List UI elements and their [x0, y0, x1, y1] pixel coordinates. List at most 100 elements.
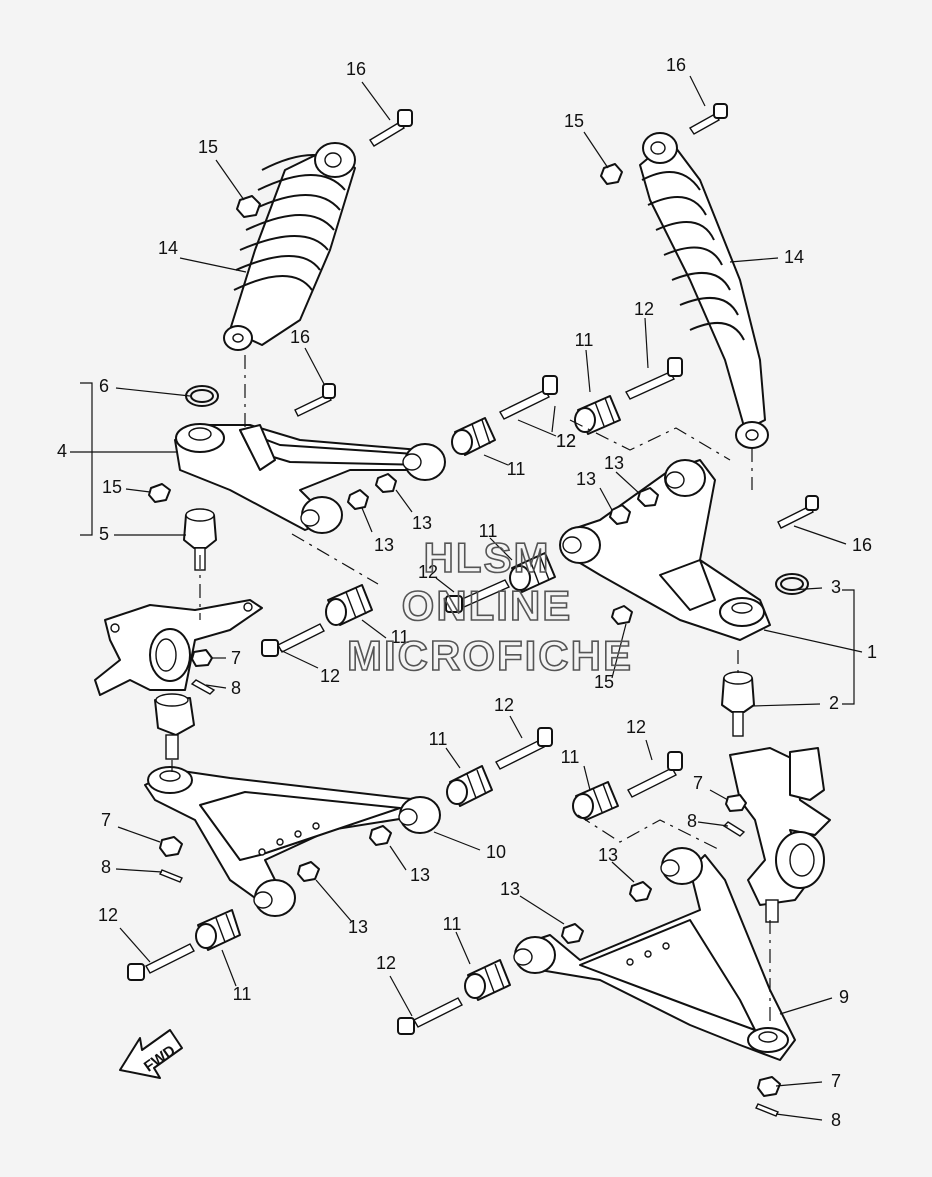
- callout-9: 9: [839, 987, 849, 1007]
- left-shock-absorber: [223, 142, 356, 351]
- callout-12: 12: [418, 562, 438, 582]
- watermark-line-2: ONLINE: [402, 582, 573, 629]
- right-upper-rear-pivot-bolt: [445, 579, 510, 613]
- alignment-dashed-lines: [171, 355, 771, 1025]
- callout-11: 11: [507, 459, 526, 479]
- left-lower-front-pivot-bolt: [495, 727, 553, 770]
- right-steering-knuckle: [729, 747, 831, 923]
- callout-16: 16: [346, 59, 366, 79]
- callout-13: 13: [410, 865, 430, 885]
- watermark-line-1: HLSM: [424, 534, 551, 581]
- callout-12: 12: [556, 431, 576, 451]
- watermark: HLSM ONLINE MICROFICHE: [346, 533, 633, 680]
- left-upper-arm-bolt: [294, 383, 336, 417]
- callout-10: 10: [486, 842, 506, 862]
- callout-14: 14: [158, 238, 178, 258]
- right-shock-absorber: [639, 132, 769, 449]
- right-upper-arm-bolt: [777, 495, 819, 529]
- callout-13: 13: [604, 453, 624, 473]
- callout-12: 12: [634, 299, 654, 319]
- callout-11: 11: [575, 330, 594, 350]
- callout-5: 5: [99, 524, 109, 544]
- callout-11: 11: [233, 984, 252, 1004]
- callout-15: 15: [594, 672, 614, 692]
- callout-13: 13: [374, 535, 394, 555]
- callout-6: 6: [99, 376, 109, 396]
- callout-12: 12: [626, 717, 646, 737]
- right-upper-arm-pivot-nuts: [609, 487, 659, 525]
- callout-8: 8: [831, 1110, 841, 1130]
- right-shock-upper-nut: [600, 163, 623, 185]
- left-lower-front-bushing: [446, 765, 493, 807]
- callout-13: 13: [598, 845, 618, 865]
- callout-11: 11: [479, 521, 498, 541]
- left-lower-arm-cotter-pin: [159, 869, 183, 883]
- left-upper-front-pivot-bolt: [499, 375, 558, 420]
- right-upper-ball-joint: [721, 671, 755, 737]
- left-lower-arm: [144, 766, 441, 917]
- right-upper-front-pivot-bolt: [625, 357, 683, 400]
- callout-16: 16: [666, 55, 686, 75]
- left-lower-arm-nuts: [159, 825, 392, 882]
- left-upper-rear-bushing: [325, 584, 373, 626]
- forward-direction-arrow: FWD: [119, 1029, 183, 1079]
- right-lower-rear-pivot-bolt: [397, 997, 463, 1035]
- right-knuckle-castle-nut: [725, 794, 747, 812]
- callout-1: 1: [867, 642, 877, 662]
- callout-15: 15: [564, 111, 584, 131]
- callout-13: 13: [576, 469, 596, 489]
- callout-15: 15: [102, 477, 122, 497]
- callout-12: 12: [376, 953, 396, 973]
- right-lower-arm-nuts: [561, 881, 781, 1097]
- right-lower-front-pivot-bolt: [627, 751, 683, 798]
- left-upper-rear-pivot-bolt: [261, 623, 325, 657]
- callout-14: 14: [784, 247, 804, 267]
- right-lower-arm: [513, 847, 796, 1061]
- callout-16: 16: [290, 327, 310, 347]
- callout-8: 8: [101, 857, 111, 877]
- callout-15: 15: [198, 137, 218, 157]
- right-lower-arm-cotter-pin: [755, 1103, 779, 1117]
- callout-12: 12: [320, 666, 340, 686]
- callout-11: 11: [391, 627, 410, 647]
- callout-11: 11: [561, 747, 580, 767]
- right-upper-front-bushing: [574, 395, 621, 435]
- right-shock-upper-bolt: [688, 103, 728, 135]
- right-knuckle-cotter-pin: [722, 821, 746, 837]
- right-lower-rear-bushing: [464, 959, 511, 1001]
- left-shock-upper-bolt: [369, 109, 413, 147]
- callout-13: 13: [412, 513, 432, 533]
- left-lower-rear-bushing: [195, 909, 241, 951]
- callout-11: 11: [429, 729, 448, 749]
- callout-2: 2: [829, 693, 839, 713]
- left-lower-rear-pivot-bolt: [127, 943, 195, 981]
- callout-7: 7: [831, 1071, 841, 1091]
- callout-16: 16: [852, 535, 872, 555]
- watermark-line-3: MICROFICHE: [347, 632, 633, 679]
- right-upper-arm: [559, 459, 771, 641]
- leader-lines: [70, 75, 863, 1121]
- left-steering-knuckle: [94, 599, 263, 696]
- left-upper-arm-circlip: [185, 385, 219, 407]
- left-upper-front-bushing: [451, 417, 496, 456]
- right-upper-arm-circlip: [775, 573, 809, 595]
- right-lower-front-bushing: [572, 781, 619, 821]
- left-upper-arm-nut: [148, 483, 171, 503]
- callout-13: 13: [348, 917, 368, 937]
- callout-7: 7: [101, 810, 111, 830]
- callout-12: 12: [494, 695, 514, 715]
- right-upper-rear-bushing: [509, 552, 556, 593]
- callout-8: 8: [231, 678, 241, 698]
- right-upper-arm-nut: [611, 605, 633, 625]
- callout-12: 12: [556, 431, 576, 451]
- callout-3: 3: [831, 577, 841, 597]
- callout-11: 11: [443, 914, 462, 934]
- left-upper-arm-pivot-nuts: [347, 473, 397, 510]
- left-upper-arm: [174, 423, 446, 534]
- callout-7: 7: [693, 773, 703, 793]
- left-lower-ball-joint: [154, 693, 195, 760]
- left-knuckle-castle-nut: [191, 649, 213, 667]
- callout-labels: 16 15 14 16 6 4 15 5 13 13 11 12 11 12 7…: [57, 55, 877, 1130]
- left-knuckle-cotter-pin: [190, 679, 216, 695]
